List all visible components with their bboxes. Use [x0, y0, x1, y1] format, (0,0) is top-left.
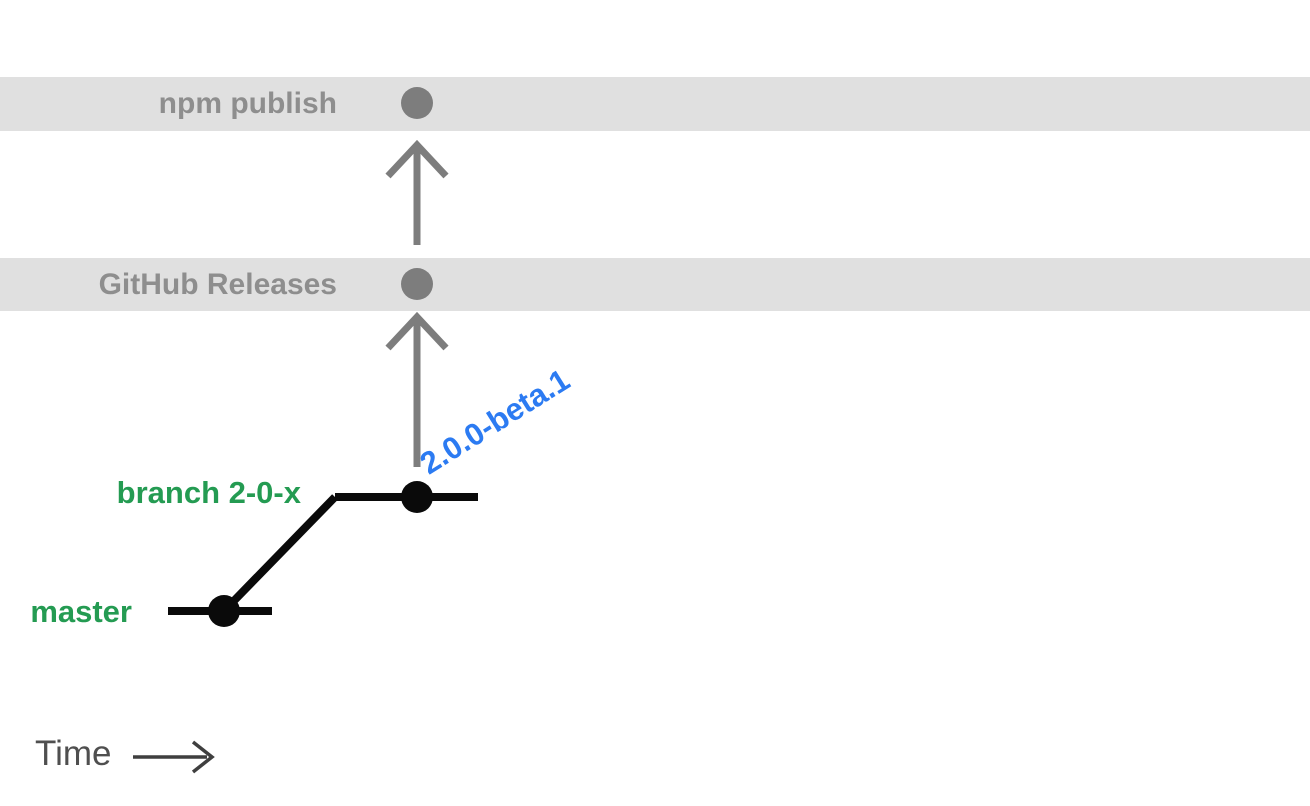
up-arrow-icon-to-npm	[385, 139, 449, 245]
commit-dot-beta-icon	[401, 481, 433, 513]
time-axis-label: Time	[35, 734, 112, 773]
npm-publish-node-icon	[401, 87, 433, 119]
branch-label-2-0-x: branch 2-0-x	[116, 475, 301, 510]
branch-label-master: master	[30, 594, 132, 629]
up-arrow-icon-to-github	[385, 311, 449, 467]
right-arrow-icon-time	[133, 740, 215, 774]
github-release-node-icon	[401, 268, 433, 300]
lane-label-github-releases: GitHub Releases	[98, 268, 337, 301]
commit-dot-master-icon	[208, 595, 240, 627]
lane-github-releases	[0, 258, 1310, 311]
branch-off-line	[221, 494, 338, 614]
lane-label-npm-publish: npm publish	[158, 87, 337, 120]
lane-npm-publish	[0, 77, 1310, 131]
